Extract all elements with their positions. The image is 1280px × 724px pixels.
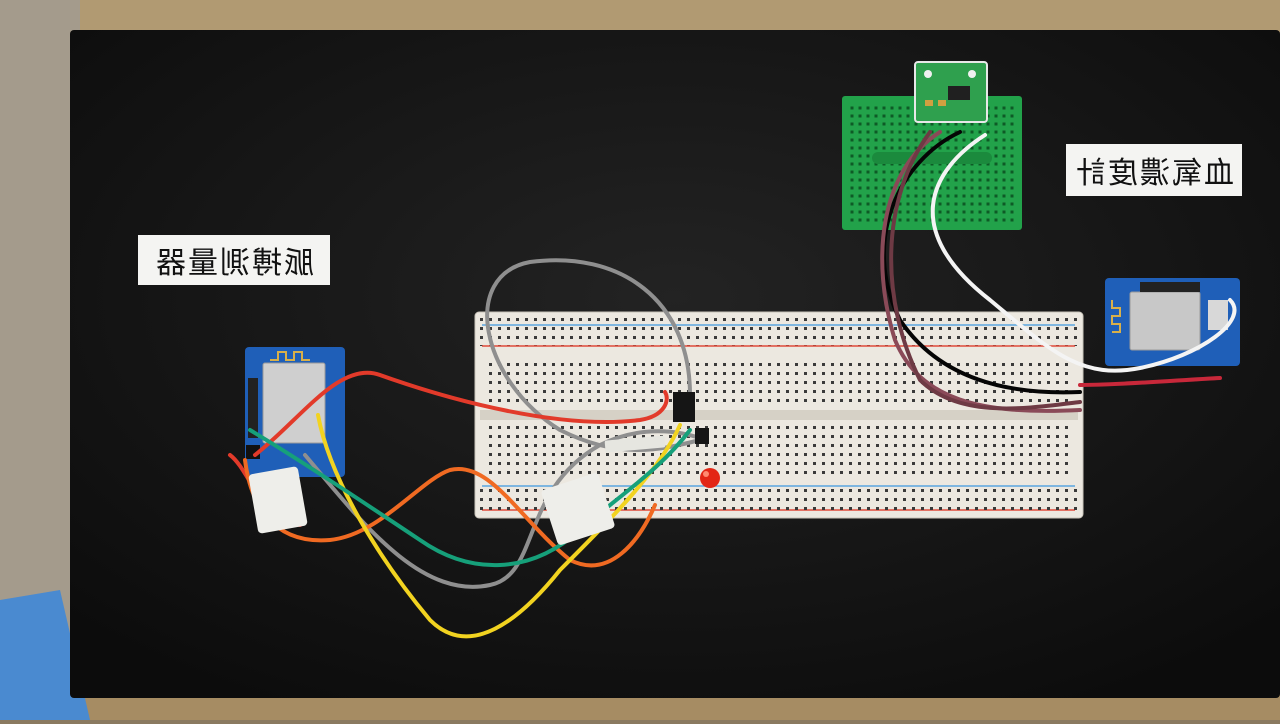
label-oximeter: 血氧濃度計: [1066, 144, 1242, 196]
wire-red-left: [253, 370, 669, 457]
tape-strip: [604, 435, 666, 453]
wire-gray-low: [303, 429, 707, 589]
wires: [228, 130, 1237, 639]
sensor-module: [914, 61, 988, 123]
wire-yellow: [316, 413, 682, 639]
label-pulse-meter: 脈搏測量器: [138, 235, 330, 285]
breadboard-main: [474, 311, 1084, 519]
blue-object-bottom-left: [0, 590, 90, 720]
wire-green: [248, 428, 692, 567]
tape-left: [248, 466, 308, 534]
header-pins-2: [695, 428, 709, 444]
tape-middle: [541, 473, 615, 545]
wire-orange: [243, 458, 657, 568]
wire-brown-2: [889, 130, 1082, 411]
wire-white: [930, 133, 1237, 373]
led-red: [700, 468, 720, 488]
wemos-board-right: [1105, 278, 1240, 366]
background-top-strip: [0, 0, 1280, 32]
header-pins: [673, 392, 695, 422]
wire-red-right: [1078, 376, 1222, 387]
